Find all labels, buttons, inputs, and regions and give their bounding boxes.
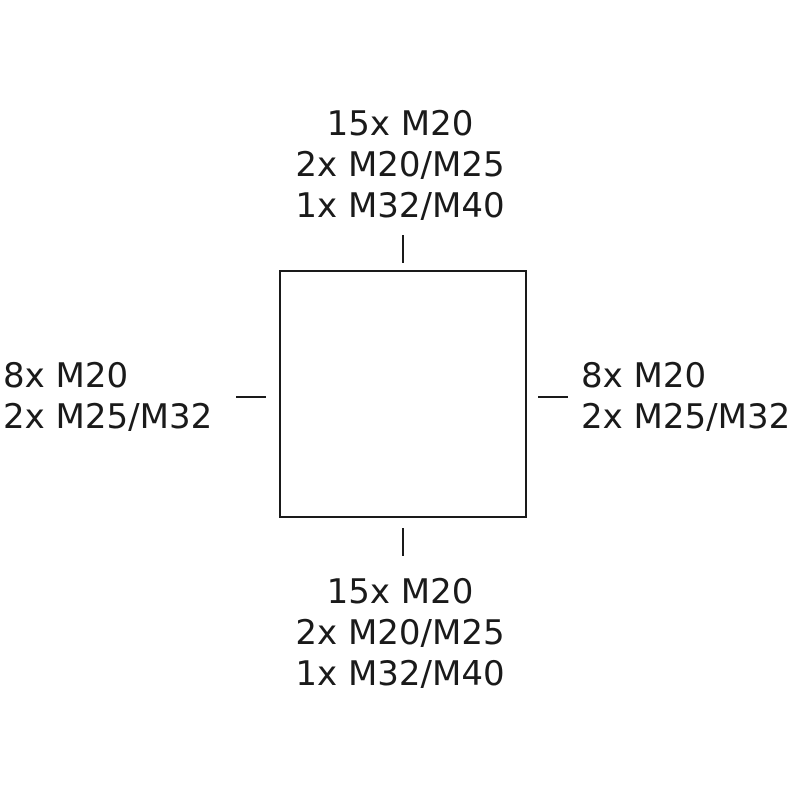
top-leader-line [402, 235, 404, 263]
bottom-entry-line-3: 1x M32/M40 [295, 654, 505, 694]
right-entry-line-2: 2x M25/M32 [581, 397, 791, 437]
left-entry-line-2: 2x M25/M32 [3, 397, 213, 437]
top-entry-line-3: 1x M32/M40 [295, 186, 505, 226]
left-leader-line [236, 396, 266, 398]
bottom-entry-line-1: 15x M20 [326, 572, 474, 612]
top-entry-line-2: 2x M20/M25 [295, 145, 505, 185]
right-leader-line [538, 396, 568, 398]
top-entry-line-1: 15x M20 [326, 104, 474, 144]
bottom-entry-label: 15x M20 2x M20/M25 1x M32/M40 [190, 572, 610, 695]
right-entry-label: 8x M20 2x M25/M32 [581, 356, 790, 438]
right-entry-line-1: 8x M20 [581, 356, 707, 396]
left-entry-line-1: 8x M20 [3, 356, 129, 396]
bottom-entry-line-2: 2x M20/M25 [295, 613, 505, 653]
bottom-leader-line [402, 528, 404, 556]
top-entry-label: 15x M20 2x M20/M25 1x M32/M40 [190, 104, 610, 227]
enclosure-box [279, 270, 527, 518]
left-entry-label: 8x M20 2x M25/M32 [3, 356, 212, 438]
